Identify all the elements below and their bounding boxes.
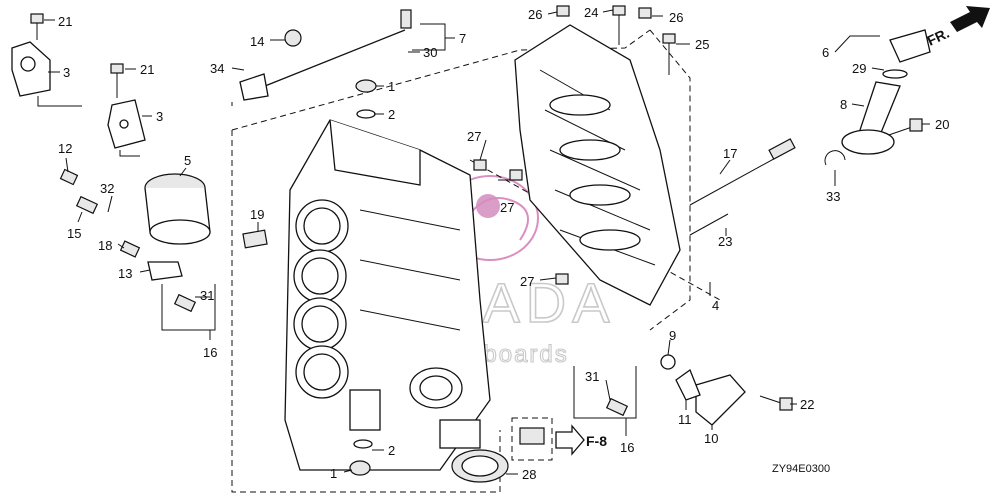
callout-13: 13 xyxy=(118,266,132,281)
callout-27: 27 xyxy=(520,274,534,289)
callout-8: 8 xyxy=(840,97,847,112)
callout-15: 15 xyxy=(67,226,81,241)
callout-14: 14 xyxy=(250,34,264,49)
callout-34: 34 xyxy=(210,61,224,76)
callout-1: 1 xyxy=(388,79,395,94)
front-arrow: FR. xyxy=(925,6,990,49)
callout-1: 1 xyxy=(330,466,337,481)
callout-7: 7 xyxy=(459,31,466,46)
callout-27: 27 xyxy=(467,129,481,144)
callout-5: 5 xyxy=(184,153,191,168)
callout-6: 6 xyxy=(822,45,829,60)
oil-filter xyxy=(144,173,211,245)
callout-31: 31 xyxy=(200,288,214,303)
callout-19: 19 xyxy=(250,207,264,222)
oil-seal-28 xyxy=(451,449,509,483)
callout-30: 30 xyxy=(423,45,437,60)
callout-2: 2 xyxy=(388,107,395,122)
callout-12: 12 xyxy=(58,141,72,156)
callout-17: 17 xyxy=(723,146,737,161)
oil-filler-neck xyxy=(841,29,931,155)
crankcase xyxy=(514,24,681,306)
callout-4: 4 xyxy=(712,298,719,313)
thermostat-housing xyxy=(660,354,746,426)
callout-22: 22 xyxy=(800,397,814,412)
callout-18: 18 xyxy=(98,238,112,253)
callout-29: 29 xyxy=(852,61,866,76)
callout-9: 9 xyxy=(669,328,676,343)
callout-21: 21 xyxy=(58,14,72,29)
diagram-code: ZY94E0300 xyxy=(772,463,830,475)
dipstick-rod xyxy=(239,9,412,101)
plug-1 xyxy=(349,79,377,476)
callout-16: 16 xyxy=(620,440,634,455)
callout-28: 28 xyxy=(522,467,536,482)
bracket-3b xyxy=(107,99,146,149)
callout-24: 24 xyxy=(584,5,598,20)
leader-lines xyxy=(37,9,930,475)
callout-27: 27 xyxy=(500,200,514,215)
callout-21: 21 xyxy=(140,62,154,77)
callout-10: 10 xyxy=(704,431,718,446)
bracket-3a xyxy=(11,41,51,97)
sensors-left xyxy=(59,168,629,445)
circlip-33 xyxy=(824,150,846,166)
pins-27 xyxy=(473,159,569,285)
reference-f8: F-8 xyxy=(511,417,607,461)
callout-26: 26 xyxy=(669,10,683,25)
callout-33: 33 xyxy=(826,189,840,204)
callout-26: 26 xyxy=(528,7,542,22)
reference-label: F-8 xyxy=(586,433,607,449)
callout-16: 16 xyxy=(203,345,217,360)
callout-3: 3 xyxy=(156,109,163,124)
front-direction-label: FR. xyxy=(925,25,952,49)
callout-20: 20 xyxy=(935,117,949,132)
callout-11: 11 xyxy=(678,412,692,427)
callout-25: 25 xyxy=(695,37,709,52)
callouts: 21 3 21 3 14 34 30 7 26 24 26 25 6 29 8 … xyxy=(58,5,949,482)
callout-3: 3 xyxy=(63,65,70,80)
callout-23: 23 xyxy=(718,234,732,249)
callout-2: 2 xyxy=(388,443,395,458)
cylinder-block xyxy=(284,119,491,471)
callout-31: 31 xyxy=(585,369,599,384)
callout-32: 32 xyxy=(100,181,114,196)
